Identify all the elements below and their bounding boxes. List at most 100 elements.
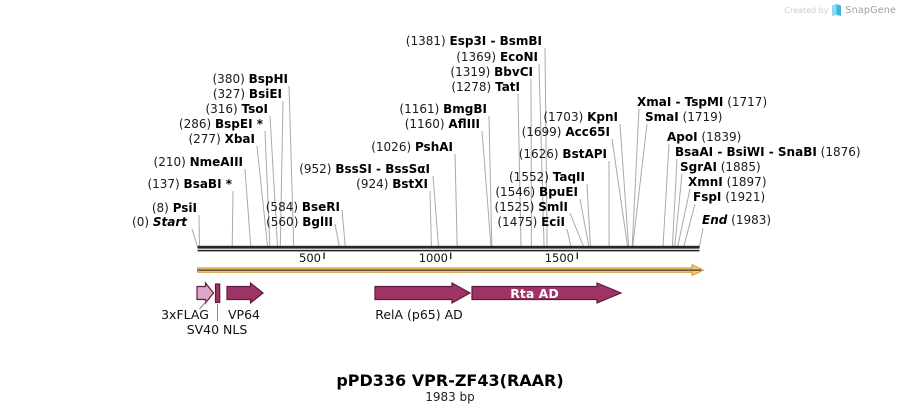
site-pos: (1885) xyxy=(720,160,761,174)
site-name: BstXI xyxy=(392,177,428,191)
site-name: BseRI xyxy=(301,200,340,214)
site-connector-lines xyxy=(191,47,704,247)
site-name: BglII xyxy=(302,215,333,229)
site-name: ApoI xyxy=(667,130,698,144)
site-name: BssSI - BssSαI xyxy=(335,162,430,176)
site-label-apoi: ApoI (1839) xyxy=(667,131,741,144)
feature-label-rta-ad: Rta AD xyxy=(510,286,559,301)
site-pos: (1626) xyxy=(518,147,559,161)
site-label-ecii: (1475) EciI xyxy=(497,216,565,229)
site-pos: (1699) xyxy=(521,125,562,139)
site-pos: (137) xyxy=(147,177,180,191)
feature-arrow-3xflag xyxy=(196,281,215,305)
site-pos: (952) xyxy=(299,162,332,176)
site-name: XmaI - TspMI xyxy=(637,95,724,109)
site-label-fspi: FspI (1921) xyxy=(693,191,765,204)
site-name: AflIII xyxy=(448,117,480,131)
site-label-taqii: (1552) TaqII xyxy=(509,171,585,184)
backbone-arrow xyxy=(197,263,705,277)
site-name: BspHI xyxy=(248,72,288,86)
site-pos: (1719) xyxy=(682,110,723,124)
site-label-nmeaiii: (210) NmeAIII xyxy=(154,156,243,169)
site-pos: (327) xyxy=(212,87,246,101)
site-name: XbaI xyxy=(224,132,255,146)
site-label-psii: (8) PsiI xyxy=(152,202,197,215)
site-name: Start xyxy=(152,215,187,229)
site-label-esp3i: (1381) Esp3I - BsmBI xyxy=(406,35,542,48)
site-pos: (1546) xyxy=(495,185,536,199)
site-label-xbai: (277) XbaI xyxy=(188,133,255,146)
site-pos: (1921) xyxy=(725,190,766,204)
site-pos: (584) xyxy=(265,200,299,214)
site-pos: (1525) xyxy=(494,200,535,214)
site-name: BstAPI xyxy=(562,147,607,161)
site-pos: (924) xyxy=(356,177,389,191)
site-label-bspei: (286) BspEI * xyxy=(179,118,263,131)
site-name: BmgBI xyxy=(443,102,487,116)
site-label-bseri: (584) BseRI xyxy=(266,201,340,214)
site-label-bsaai: BsaAI - BsiWI - SnaBI (1876) xyxy=(675,146,861,159)
site-label-bpuei: (1546) BpuEI xyxy=(495,186,578,199)
site-name: TatI xyxy=(495,80,520,94)
site-name: BspEI * xyxy=(215,117,263,131)
site-name: BbvCI xyxy=(494,65,533,79)
site-label-bsssi: (952) BssSI - BssSαI xyxy=(299,163,430,176)
site-pos: (1026) xyxy=(371,140,412,154)
feature-label-rela-ad: RelA (p65) AD xyxy=(375,307,463,322)
site-name: Esp3I - BsmBI xyxy=(449,34,542,48)
site-name: TaqII xyxy=(552,170,585,184)
ruler-label-1500: 1500 xyxy=(544,251,574,265)
site-name: KpnI xyxy=(587,110,618,124)
site-label-smai: SmaI (1719) xyxy=(645,111,722,124)
feature-label-sv40-nls: SV40 NLS xyxy=(186,322,248,337)
site-pos: (0) xyxy=(132,215,150,229)
site-pos: (380) xyxy=(212,72,245,86)
site-name: FspI xyxy=(693,190,722,204)
site-name: SmaI xyxy=(645,110,679,124)
site-label-bstxi: (924) BstXI xyxy=(356,178,428,191)
site-pos: (1552) xyxy=(509,170,549,184)
snapgene-logo-icon xyxy=(832,4,842,16)
site-label-sgrai: SgrAI (1885) xyxy=(680,161,761,174)
site-label-bmgbi: (1161) BmgBI xyxy=(399,103,487,116)
ruler-label-1000: 1000 xyxy=(418,251,448,265)
site-label-tati: (1278) TatI xyxy=(451,81,520,94)
feature-shapes xyxy=(196,281,623,305)
site-pos: (1717) xyxy=(727,95,768,109)
site-label-bsphi: (380) BspHI xyxy=(213,73,289,86)
site-label-kpni: (1703) KpnI xyxy=(543,111,618,124)
ruler-label-500: 500 xyxy=(299,251,321,265)
site-label-bglii: (560) BglII xyxy=(266,216,333,229)
feature-label-connectors xyxy=(199,300,218,321)
site-label-econi: (1369) EcoNI xyxy=(456,51,538,64)
feature-arrow-rta-ad xyxy=(471,282,623,304)
site-name: PshAI xyxy=(414,140,453,154)
site-pos: (1703) xyxy=(543,110,584,124)
site-pos: (1319) xyxy=(450,65,491,79)
site-pos: (316) xyxy=(205,102,238,116)
site-pos: (8) xyxy=(151,201,169,215)
site-label-pshai: (1026) PshAI xyxy=(371,141,453,154)
site-label-smli: (1525) SmlI xyxy=(495,201,568,214)
site-label-bbvci: (1319) BbvCI xyxy=(450,66,533,79)
site-label-end: End (1983) xyxy=(702,214,771,227)
site-pos: (1381) xyxy=(405,34,446,48)
site-pos: (1876) xyxy=(820,145,861,159)
site-pos: (1278) xyxy=(451,80,492,94)
site-name: SgrAI xyxy=(680,160,717,174)
site-pos: (277) xyxy=(188,132,221,146)
site-name: SmlI xyxy=(538,200,568,214)
watermark-created-by: Created by xyxy=(784,5,829,15)
site-name: BsiEI xyxy=(248,87,282,101)
site-name: BpuEI xyxy=(539,185,578,199)
feature-label-vp64: VP64 xyxy=(228,307,260,322)
feature-label-3xflag: 3xFLAG xyxy=(161,307,209,322)
feature-box-sv40-nls xyxy=(214,283,221,304)
site-pos: (560) xyxy=(266,215,299,229)
site-name: NmeAIII xyxy=(189,155,243,169)
site-name: End xyxy=(702,213,728,227)
site-pos: (1475) xyxy=(497,215,538,229)
site-name: TsoI xyxy=(241,102,268,116)
